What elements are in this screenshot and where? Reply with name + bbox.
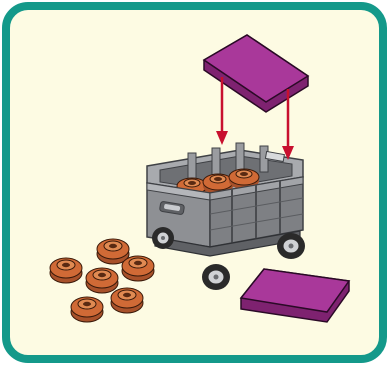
- loose-stud-4: [86, 268, 118, 293]
- cart-wheel-front-right: [202, 264, 230, 290]
- cart-wheel-back-right: [277, 233, 305, 259]
- loose-stud-3: [122, 256, 154, 281]
- loose-stud-2: [50, 258, 82, 283]
- cart-wheel-front-left: [152, 227, 174, 249]
- loose-stud-5: [71, 297, 103, 322]
- loose-stud-6: [111, 288, 143, 313]
